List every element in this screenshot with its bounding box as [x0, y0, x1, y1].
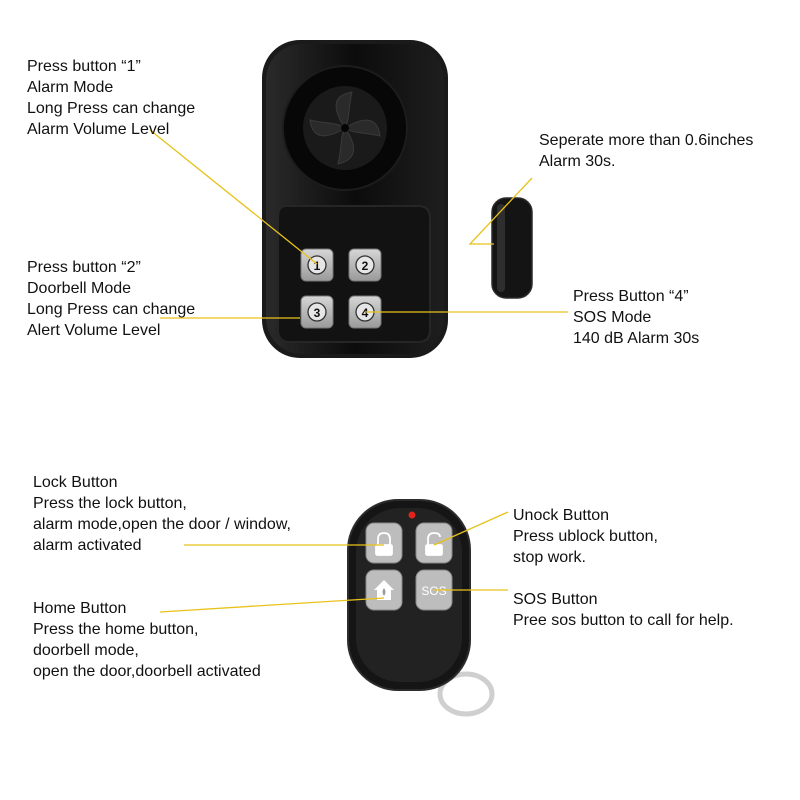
- callout-button1-line: Long Press can change: [27, 100, 196, 117]
- callout-separate: Seperate more than 0.6inches Alarm 30s.: [539, 130, 753, 172]
- callout-button4: Press Button “4” SOS Mode 140 dB Alarm 3…: [573, 286, 699, 349]
- callout-button2-line: Long Press can change: [27, 301, 196, 318]
- callout-button4-line: Press Button “4”: [573, 288, 689, 305]
- callout-lock-line: alarm activated: [33, 537, 142, 554]
- callout-button2-line: Alert Volume Level: [27, 322, 161, 339]
- callout-button1-line: Alarm Volume Level: [27, 121, 170, 138]
- remote-unlock-button[interactable]: [415, 522, 453, 564]
- callout-unlock: Unock Button Press ublock button, stop w…: [513, 505, 658, 568]
- callout-sos-line: SOS Button: [513, 591, 598, 608]
- remote-home-button[interactable]: [365, 569, 403, 611]
- callout-button1: Press button “1” Alarm Mode Long Press c…: [27, 56, 195, 140]
- callout-button2-line: Doorbell Mode: [27, 280, 132, 297]
- sos-key-label: SOS: [421, 584, 446, 598]
- callout-home-line: Press the home button,: [33, 621, 199, 638]
- alarm-keypad: 1 2 3 4: [300, 248, 382, 329]
- key-2-label: 2: [362, 259, 369, 273]
- callout-button4-line: 140 dB Alarm 30s: [573, 330, 700, 347]
- callout-sos: SOS Button Pree sos button to call for h…: [513, 589, 734, 631]
- leader-home: [159, 597, 385, 613]
- leader-button1: [149, 129, 318, 265]
- callout-button1-line: Alarm Mode: [27, 79, 114, 96]
- callout-home-line: Home Button: [33, 600, 127, 617]
- callout-lock-line: Lock Button: [33, 474, 118, 491]
- callout-button4-line: SOS Mode: [573, 309, 652, 326]
- callout-lock-line: alarm mode,open the door / window,: [33, 516, 291, 533]
- callout-sos-line: Pree sos button to call for help.: [513, 612, 734, 629]
- callout-home: Home Button Press the home button, doorb…: [33, 598, 261, 682]
- lock-icon: [375, 532, 393, 556]
- callout-button2: Press button “2” Doorbell Mode Long Pres…: [27, 257, 195, 341]
- unlock-icon: [425, 532, 443, 556]
- leader-lines: [149, 129, 568, 613]
- door-magnet: [491, 197, 533, 299]
- leader-unlock: [433, 511, 509, 546]
- callout-home-line: doorbell mode,: [33, 642, 139, 659]
- remote-lock-button[interactable]: [365, 522, 403, 564]
- leader-separate: [468, 177, 533, 245]
- status-led: [408, 511, 416, 519]
- callout-button1-line: Press button “1”: [27, 58, 141, 75]
- callout-separate-line: Seperate more than 0.6inches: [539, 132, 754, 149]
- callout-unlock-line: stop work.: [513, 549, 586, 566]
- callout-unlock-line: Unock Button: [513, 507, 610, 524]
- callout-lock: Lock Button Press the lock button, alarm…: [33, 472, 291, 556]
- home-icon: [374, 580, 394, 600]
- remote-fob: SOS: [347, 499, 495, 717]
- callout-lock-line: Press the lock button,: [33, 495, 187, 512]
- callout-home-line: open the door,doorbell activated: [33, 663, 261, 680]
- key-ring: [437, 671, 495, 717]
- key-2[interactable]: 2: [348, 248, 382, 282]
- key-1-label: 1: [314, 259, 321, 273]
- callout-separate-line: Alarm 30s.: [539, 153, 616, 170]
- key-4-label: 4: [362, 306, 369, 320]
- key-3[interactable]: 3: [300, 295, 334, 329]
- key-1[interactable]: 1: [300, 248, 334, 282]
- callout-unlock-line: Press ublock button,: [513, 528, 658, 545]
- key-4[interactable]: 4: [348, 295, 382, 329]
- key-3-label: 3: [314, 306, 321, 320]
- callout-button2-line: Press button “2”: [27, 259, 141, 276]
- speaker-grille: [282, 65, 408, 191]
